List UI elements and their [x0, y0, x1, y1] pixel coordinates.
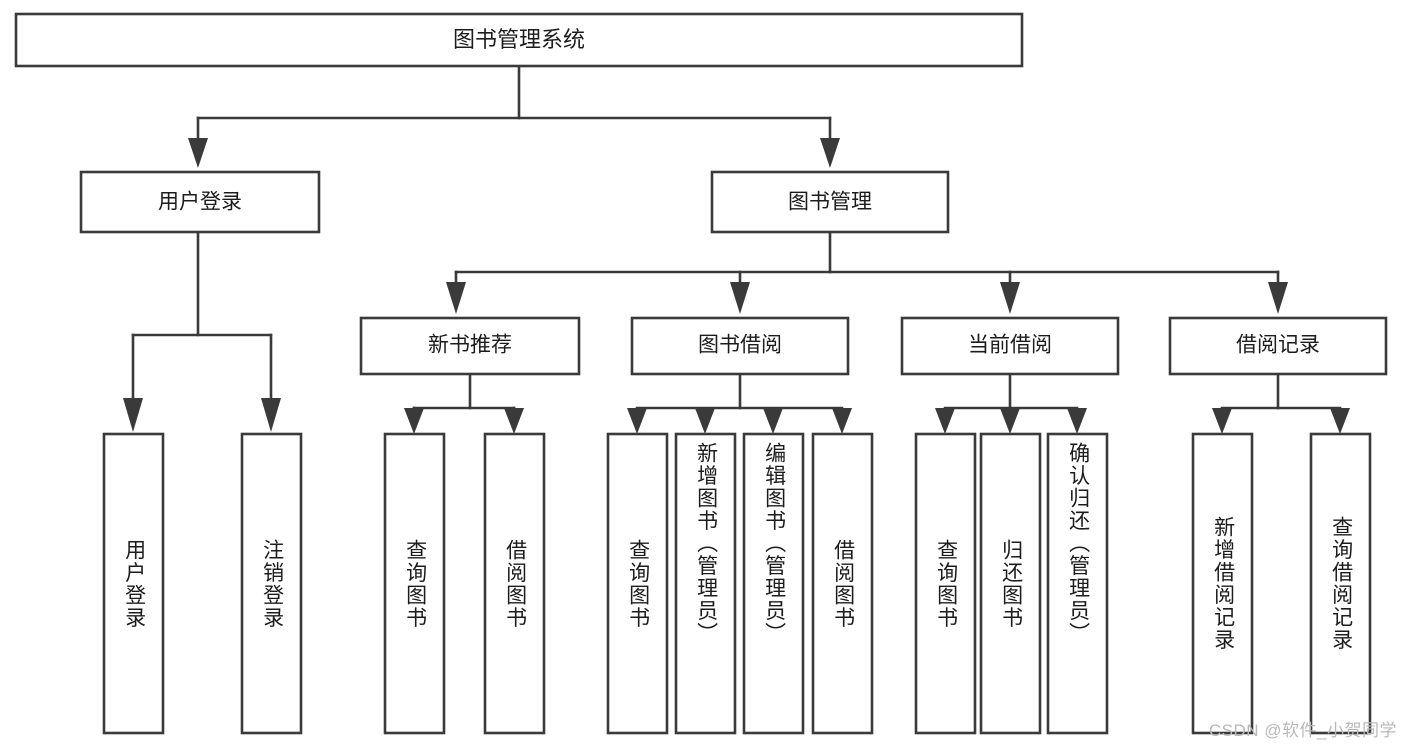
arrow-record-to-leaf1 — [1212, 408, 1232, 434]
borrow-record-label: 借阅记录 — [1236, 334, 1320, 357]
arrow-current-to-leaf2 — [1000, 408, 1020, 434]
leaf-user-login-box[interactable] — [102, 432, 165, 735]
node-user-login[interactable]: 用户登录 — [79, 170, 321, 234]
leaf-query-book-1-box[interactable] — [383, 432, 446, 735]
leaf-return-book-box[interactable] — [979, 432, 1042, 735]
arrow-bookmanage-to-borrow — [730, 282, 750, 314]
new-book-recommend-label: 新书推荐 — [428, 334, 512, 357]
node-root[interactable]: 图书管理系统 — [14, 12, 1024, 68]
arrow-userlogin-to-leaf1 — [123, 398, 143, 432]
leaf-edit-book-box[interactable] — [742, 432, 805, 735]
arrow-root-to-book-manage — [820, 138, 840, 168]
leaf-borrow-book-2-box[interactable] — [811, 432, 874, 735]
current-borrow-label: 当前借阅 — [968, 334, 1052, 357]
arrow-record-to-leaf2 — [1330, 408, 1350, 434]
user-login-box — [79, 170, 321, 234]
connector-layer — [123, 64, 1350, 434]
borrow-record-box — [1168, 316, 1388, 376]
arrow-borrow-to-leaf2 — [695, 408, 715, 434]
book-manage-box — [710, 170, 950, 234]
leaf-add-book-box[interactable] — [674, 432, 737, 735]
arrow-userlogin-to-leaf2 — [261, 398, 281, 432]
arrow-borrow-to-leaf4 — [832, 408, 852, 434]
arrow-recommend-to-leaf1 — [404, 408, 424, 434]
arrow-bookmanage-to-recommend — [446, 282, 466, 314]
arrow-bookmanage-to-record — [1268, 282, 1288, 314]
arrow-recommend-to-leaf2 — [504, 408, 524, 434]
node-new-book-recommend[interactable]: 新书推荐 — [359, 316, 581, 376]
new-book-recommend-box — [359, 316, 581, 376]
arrow-current-to-leaf1 — [935, 408, 955, 434]
leaf-add-record-box[interactable] — [1191, 432, 1254, 735]
leaf-query-book-2-box[interactable] — [606, 432, 669, 735]
arrow-current-to-leaf3 — [1067, 408, 1087, 434]
arrow-root-to-user-login — [188, 138, 208, 168]
book-borrow-box — [630, 316, 850, 376]
node-book-manage[interactable]: 图书管理 — [710, 170, 950, 234]
node-borrow-record[interactable]: 借阅记录 — [1168, 316, 1388, 376]
root-box — [14, 12, 1024, 68]
arrow-borrow-to-leaf3 — [763, 408, 783, 434]
node-book-borrow[interactable]: 图书借阅 — [630, 316, 850, 376]
leaf-query-record-box[interactable] — [1309, 432, 1372, 735]
csdn-watermark: CSDN @软件_小贺同学 — [1208, 721, 1397, 740]
user-login-label: 用户登录 — [158, 191, 242, 214]
arrow-borrow-to-leaf1 — [627, 408, 647, 434]
arrow-bookmanage-to-current — [1000, 282, 1020, 314]
book-borrow-label: 图书借阅 — [698, 334, 782, 357]
node-current-borrow[interactable]: 当前借阅 — [900, 316, 1120, 376]
leaf-user-logout-box[interactable] — [240, 432, 303, 735]
root-label: 图书管理系统 — [453, 27, 585, 52]
leaf-box-layer — [102, 432, 1372, 735]
leaf-query-book-3-box[interactable] — [914, 432, 977, 735]
leaf-confirm-return-box[interactable] — [1046, 432, 1109, 735]
current-borrow-box — [900, 316, 1120, 376]
leaf-borrow-book-1-box[interactable] — [483, 432, 546, 735]
book-manage-label: 图书管理 — [788, 191, 872, 214]
